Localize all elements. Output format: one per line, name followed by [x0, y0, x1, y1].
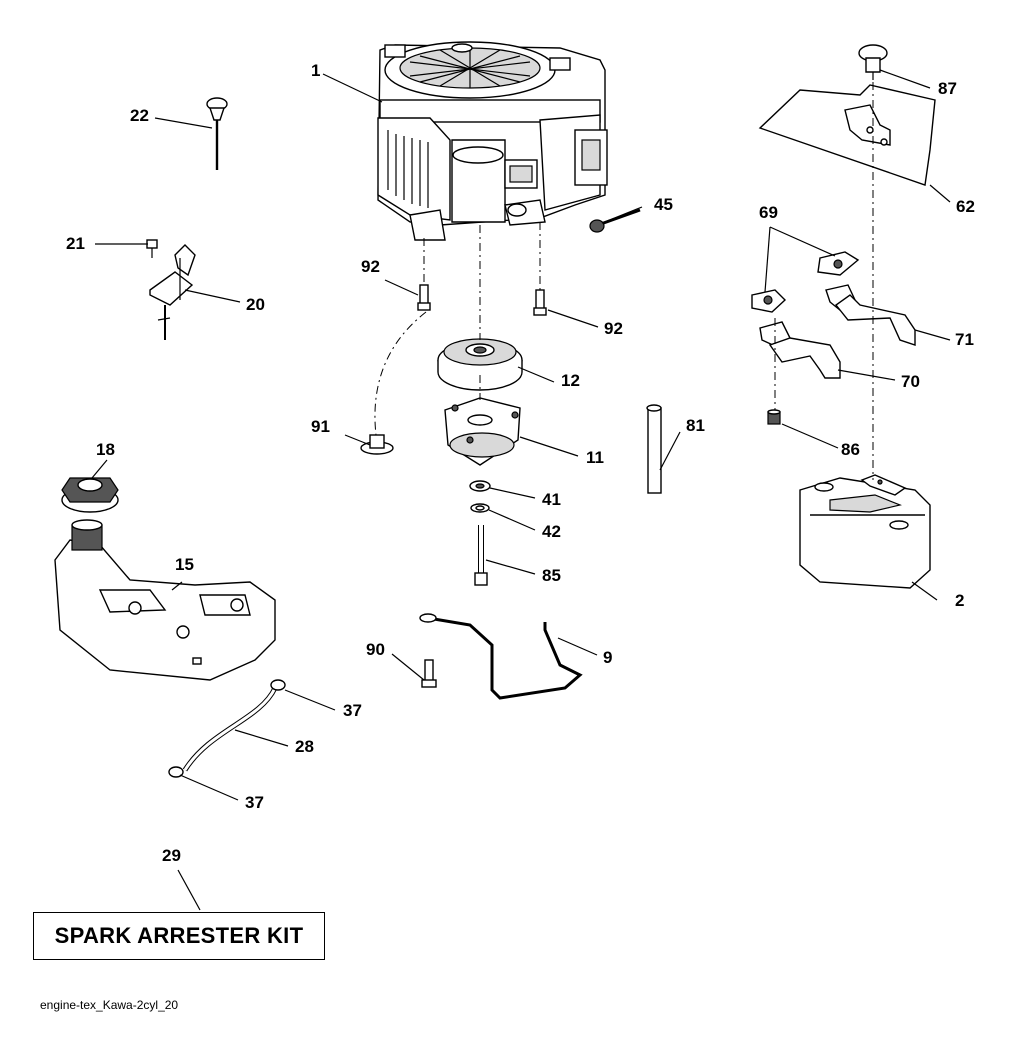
fuel-line-part [168, 679, 286, 778]
muffler-part [799, 474, 931, 589]
long-bolt-part [474, 525, 488, 586]
heat-shield-part [758, 84, 936, 186]
callout-70: 70 [901, 372, 920, 391]
spacer-part [360, 434, 394, 455]
callout-41: 41 [542, 490, 561, 509]
plug-wire-part [589, 208, 641, 233]
throttle-bracket-part [146, 239, 196, 340]
callout-9: 9 [603, 648, 613, 667]
callout-21: 21 [66, 234, 85, 253]
spark-arrester-kit-box: SPARK ARRESTER KIT [33, 912, 325, 960]
callout-12: 12 [561, 371, 580, 390]
callout-15: 15 [175, 555, 194, 574]
callout-20: 20 [246, 295, 265, 314]
fuel-tank-part [54, 519, 276, 681]
assembly-center-lines [374, 82, 874, 480]
callout-45: 45 [654, 195, 673, 214]
shield-knob-part [858, 44, 888, 80]
callout-37-lower: 37 [245, 793, 264, 812]
gasket-part [751, 251, 860, 313]
callout-11: 11 [586, 448, 604, 467]
pulley-part [437, 338, 523, 391]
dipstick-part [206, 97, 228, 170]
callout-37-upper: 37 [343, 701, 362, 720]
callout-1: 1 [311, 61, 321, 80]
callout-81: 81 [686, 416, 705, 435]
callout-22: 22 [130, 106, 149, 125]
callout-92-right: 92 [604, 319, 623, 338]
bolt-part [417, 284, 547, 316]
diagram-id-caption: engine-tex_Kawa-2cyl_20 [40, 998, 179, 1012]
washer-part [469, 480, 491, 513]
callout-29: 29 [162, 846, 181, 865]
callout-90: 90 [366, 640, 385, 659]
exhaust-pipe-left-part [759, 321, 841, 379]
callout-18: 18 [96, 440, 115, 459]
callout-87: 87 [938, 79, 957, 98]
callout-62: 62 [956, 197, 975, 216]
fuel-cap-part [61, 477, 119, 513]
callout-28: 28 [295, 737, 314, 756]
tube-part [646, 404, 662, 494]
callout-91: 91 [311, 417, 330, 436]
rod-part [419, 613, 583, 700]
nut-part [767, 409, 781, 425]
callout-92-left: 92 [361, 257, 380, 276]
short-bolt-part [421, 659, 437, 688]
engine-part [377, 41, 608, 241]
clutch-part [444, 397, 521, 466]
exhaust-pipe-right-part [825, 284, 916, 346]
callout-69: 69 [759, 203, 778, 222]
callout-85: 85 [542, 566, 561, 585]
callout-86: 86 [841, 440, 860, 459]
callout-42: 42 [542, 522, 561, 541]
callout-71: 71 [955, 330, 974, 349]
spark-arrester-kit-label: SPARK ARRESTER KIT [54, 923, 304, 948]
leader-lines [91, 69, 951, 911]
callout-2: 2 [955, 591, 965, 610]
